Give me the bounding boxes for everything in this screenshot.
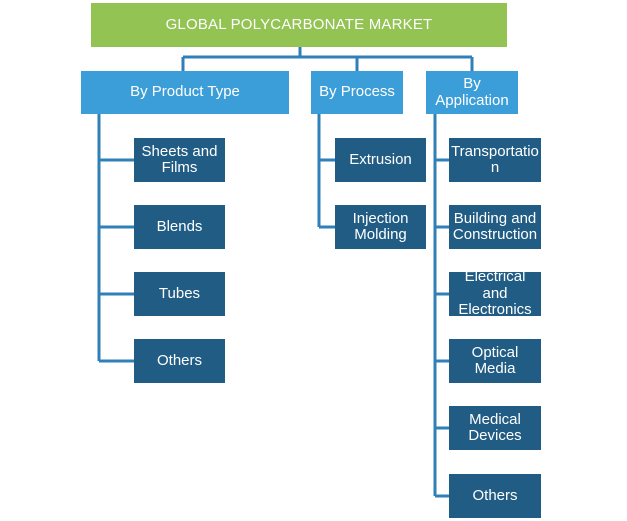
- leaf-node: Tubes: [134, 272, 225, 316]
- leaf-label: Others: [156, 351, 202, 369]
- leaf-label: Medical Devices: [468, 410, 526, 444]
- root-node: GLOBAL POLYCARBONATE MARKET: [91, 3, 507, 47]
- category-process: By Process: [311, 71, 403, 114]
- leaf-label: Electrical and Electronics: [458, 272, 532, 316]
- leaf-label: Others: [472, 486, 518, 504]
- leaf-label: Extrusion: [349, 150, 412, 168]
- category-label: By Process: [319, 83, 395, 101]
- leaf-label: Sheets and Films: [141, 142, 222, 176]
- leaf-node: Transportation: [449, 138, 541, 182]
- category-application: By Application: [426, 71, 518, 114]
- leaf-node: Building and Construction: [449, 205, 541, 249]
- leaf-node: Optical Media: [449, 339, 541, 383]
- leaf-label: Tubes: [158, 284, 201, 302]
- leaf-node: Others: [134, 339, 225, 383]
- leaf-label: Transportation: [451, 142, 539, 176]
- leaf-node: Blends: [134, 205, 225, 249]
- leaf-label: Optical Media: [471, 343, 523, 377]
- leaf-node: Medical Devices: [449, 406, 541, 450]
- category-label: By Product Type: [130, 83, 240, 101]
- leaf-node: Sheets and Films: [134, 138, 225, 182]
- leaf-node: Injection Molding: [335, 205, 426, 249]
- leaf-label: Injection Molding: [352, 209, 413, 243]
- leaf-node: Extrusion: [335, 138, 426, 182]
- root-title: GLOBAL POLYCARBONATE MARKET: [165, 15, 433, 33]
- category-product-type: By Product Type: [81, 71, 289, 114]
- leaf-node: Others: [449, 474, 541, 518]
- leaf-label: Building and Construction: [452, 209, 541, 243]
- leaf-node: Electrical and Electronics: [449, 272, 541, 316]
- leaf-label: Blends: [156, 217, 203, 235]
- category-label: By Application: [435, 75, 509, 109]
